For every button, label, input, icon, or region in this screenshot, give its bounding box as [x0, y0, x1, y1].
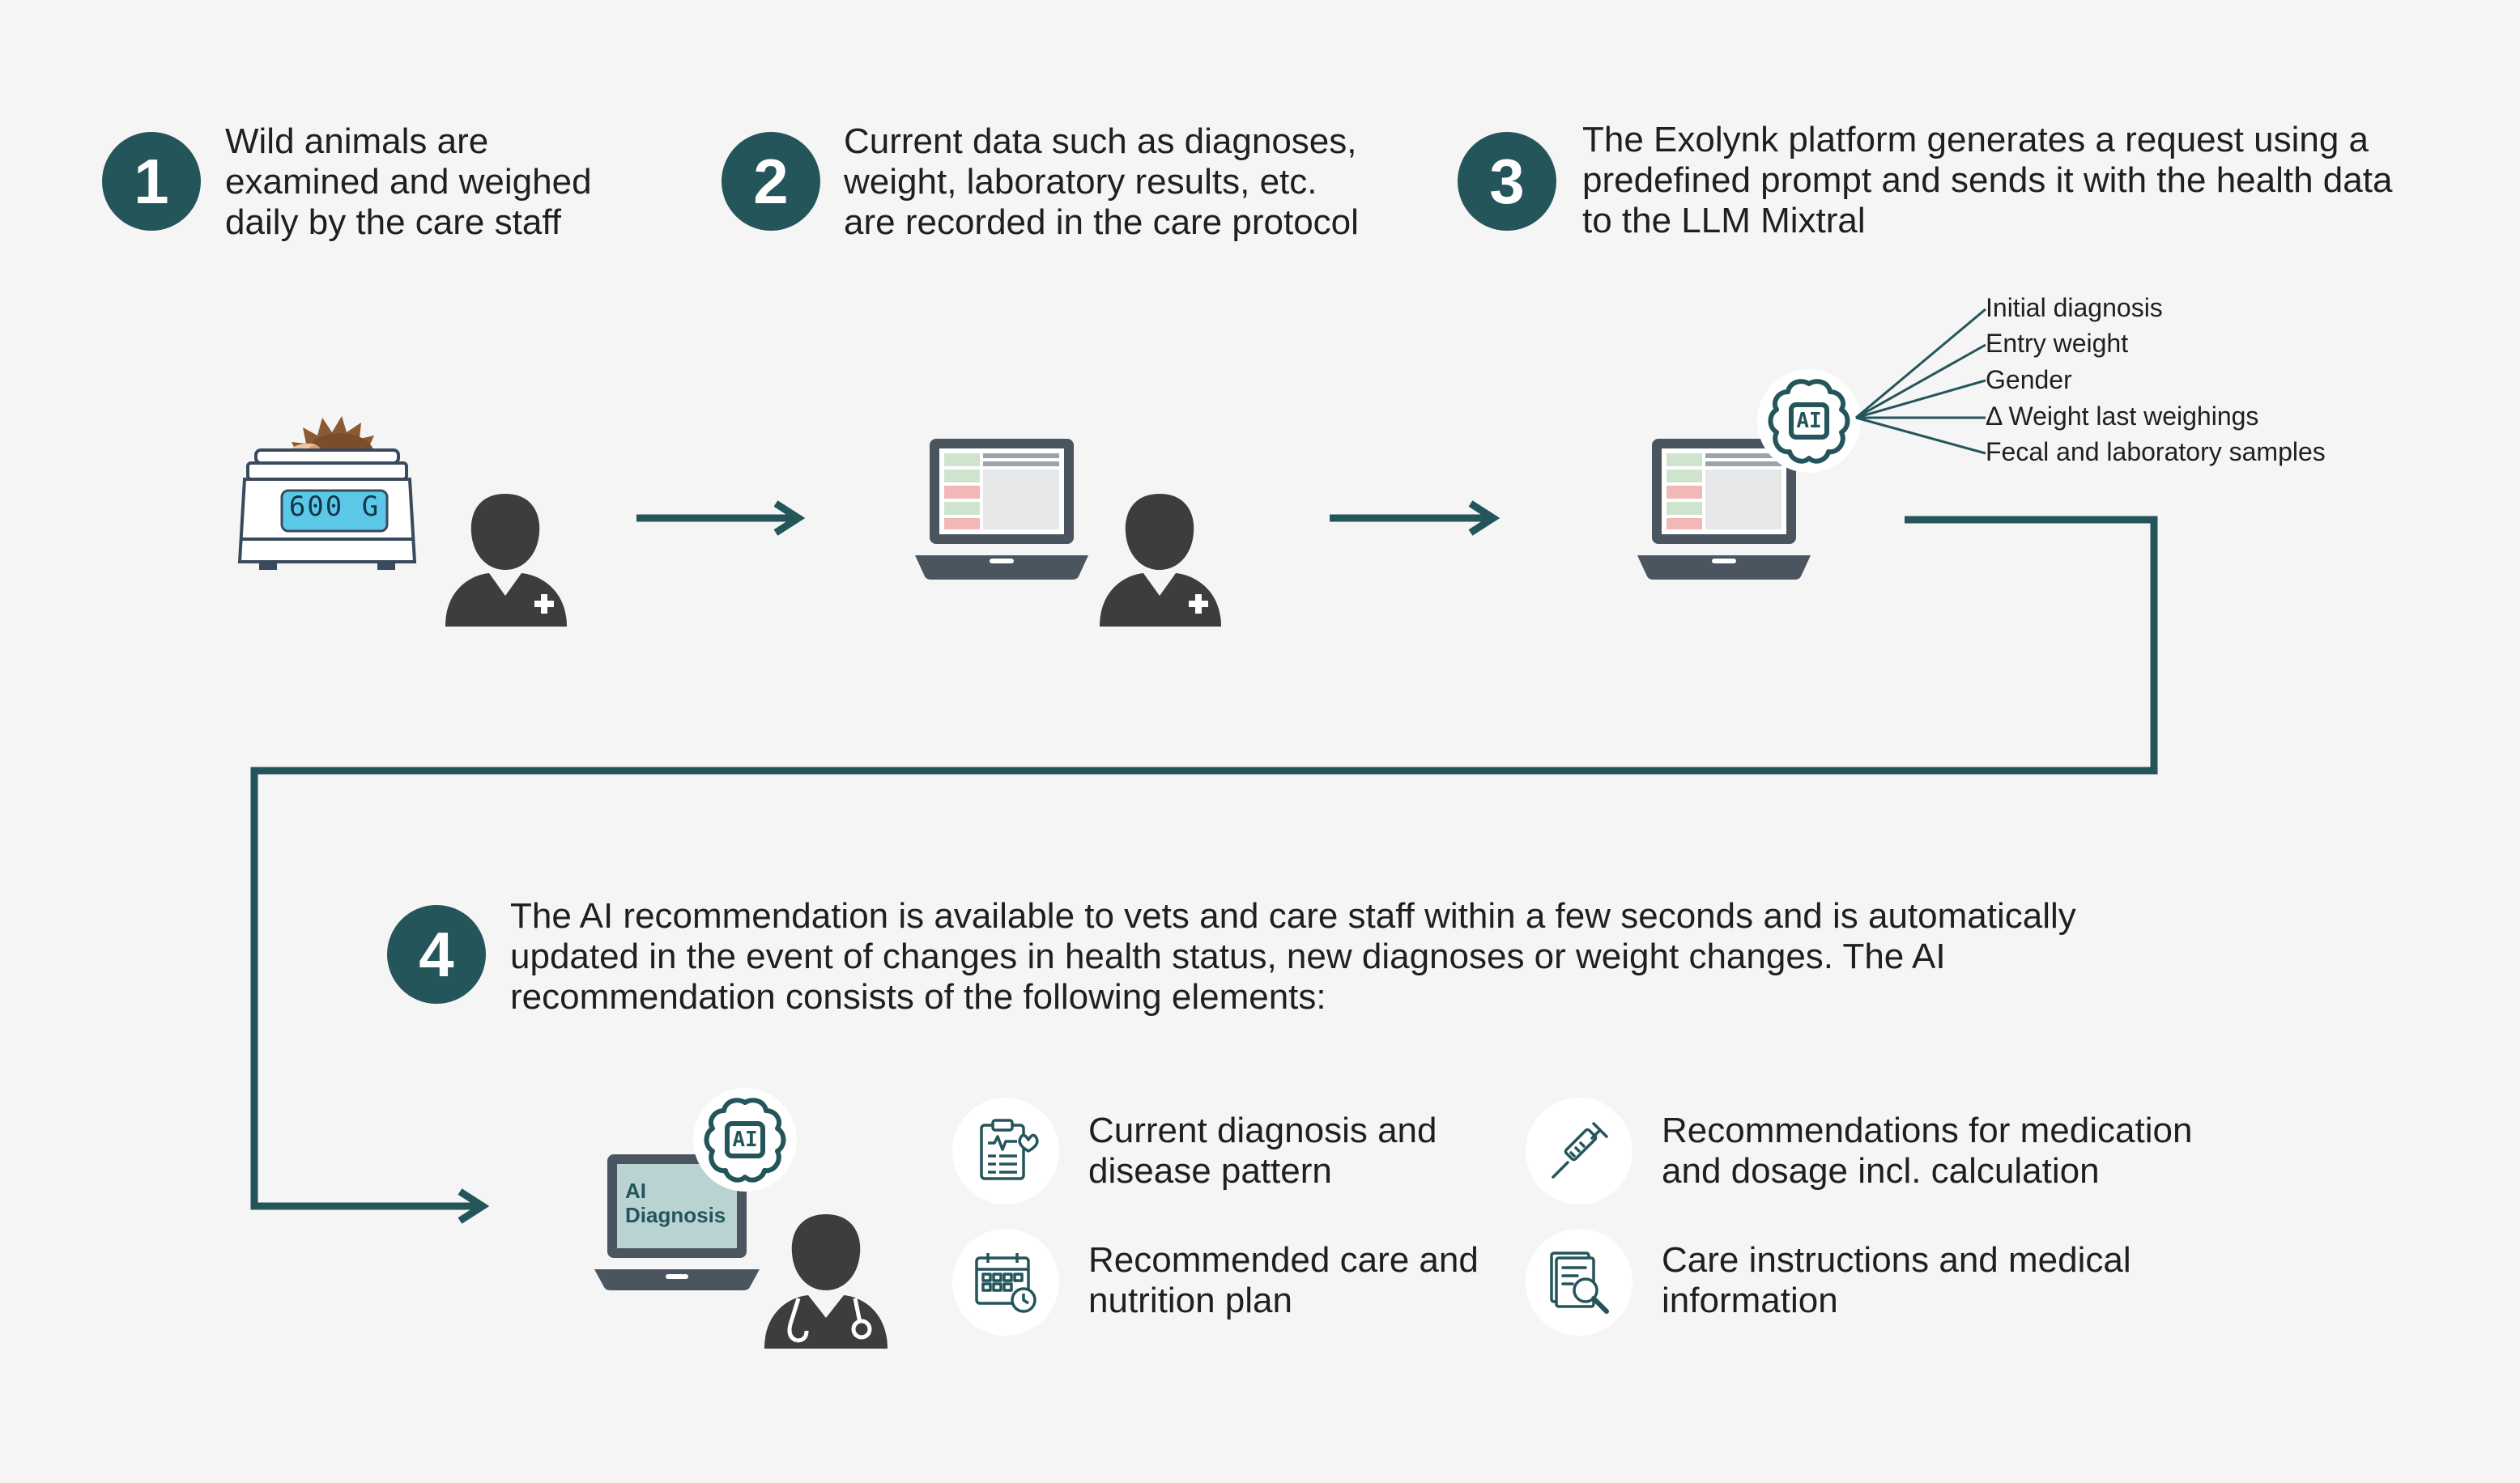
- scale-display-value: 600 G: [288, 491, 381, 523]
- parameter-weight-delta: Δ Weight last weighings: [1986, 402, 2259, 431]
- parameter-entry-weight: Entry weight: [1986, 329, 2129, 358]
- parameter-gender: Gender: [1986, 365, 2072, 394]
- ai-diagnosis-laptop-icon: [594, 1154, 760, 1290]
- feature-3-icon-circle: [952, 1229, 1059, 1336]
- feature-medication-text: Recommendations for medication and dosag…: [1662, 1111, 2193, 1191]
- step-1-badge: 1: [102, 132, 201, 231]
- step-4-text: The AI recommendation is available to ve…: [510, 896, 2076, 1017]
- ai-brain-icon: AI: [1757, 369, 1861, 473]
- vet-person-icon: [764, 1214, 888, 1349]
- step-2-badge: 2: [722, 132, 820, 231]
- feature-care-instructions-text: Care instructions and medical informatio…: [1662, 1240, 2131, 1320]
- feature-1-icon-circle: [952, 1098, 1059, 1205]
- ai-brain-icon-step4: AI: [693, 1088, 797, 1192]
- care-protocol-laptop-icon: [915, 439, 1088, 580]
- calendar-plan-icon: [975, 1253, 1037, 1313]
- ai-chip-label: AI: [1796, 409, 1822, 433]
- step-3-text: The Exolynk platform generates a request…: [1582, 120, 2393, 240]
- step-1-text: Wild animals are examined and weighed da…: [225, 121, 592, 242]
- parameter-initial-diagnosis: Initial diagnosis: [1986, 293, 2163, 322]
- feature-current-diagnosis-text: Current diagnosis and disease pattern: [1088, 1111, 1437, 1191]
- ai-chip-label-step4: AI: [732, 1128, 758, 1152]
- care-staff-person-icon-2: [1100, 494, 1221, 627]
- document-search-icon: [1550, 1251, 1609, 1314]
- step-2-text: Current data such as diagnoses, weight, …: [844, 121, 1359, 242]
- connector-step3-to-step4: [250, 516, 2158, 1210]
- clipboard-diagnosis-icon: [980, 1119, 1039, 1180]
- scale-with-hedgehog-icon: [237, 416, 417, 570]
- feature-2-icon-circle: [1526, 1098, 1632, 1205]
- step-4-badge: 4: [387, 905, 486, 1004]
- feature-4-icon-circle: [1526, 1229, 1632, 1336]
- exolynk-platform-laptop-icon: [1637, 439, 1811, 580]
- feature-care-plan-text: Recommended care and nutrition plan: [1088, 1240, 1479, 1320]
- care-staff-person-icon: [445, 494, 567, 627]
- parameter-fecal-lab-samples: Fecal and laboratory samples: [1986, 437, 2326, 466]
- step-3-badge: 3: [1458, 132, 1556, 231]
- ai-diagnosis-screen-label: AI Diagnosis: [625, 1179, 726, 1227]
- syringe-icon: [1552, 1122, 1608, 1179]
